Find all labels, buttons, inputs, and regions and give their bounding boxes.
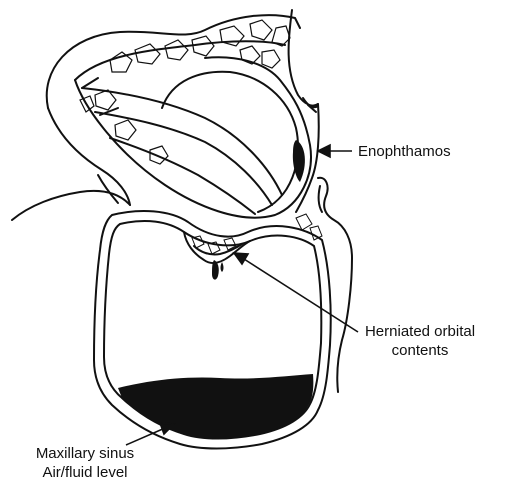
label-sinus-line-2: Air/fluid level [10, 463, 160, 482]
label-herniated-line-1: Herniated orbital [345, 322, 495, 341]
globe-inner-curve [162, 72, 298, 212]
label-herniated-line-2: contents [345, 341, 495, 360]
herniated-drip-2 [221, 262, 224, 272]
sinus-fluid-level [118, 374, 313, 439]
label-maxillary-sinus: Maxillary sinus Air/fluid level [10, 444, 160, 482]
right-rim-upper [289, 10, 318, 106]
label-sinus-line-1: Maxillary sinus [10, 444, 160, 463]
label-enophthalmos: Enophthamos [358, 142, 451, 161]
arrow-herniated-line [244, 259, 358, 332]
muscle-band-3 [110, 138, 255, 214]
muscle-band-2 [95, 112, 272, 205]
arrow-herniated-head [234, 253, 248, 264]
enophthalmos-crescent [293, 140, 305, 182]
nasal-bone-inner [319, 186, 322, 212]
label-herniated-orbital-contents: Herniated orbital contents [345, 322, 495, 360]
arrow-enophthalmos-head [318, 145, 330, 157]
